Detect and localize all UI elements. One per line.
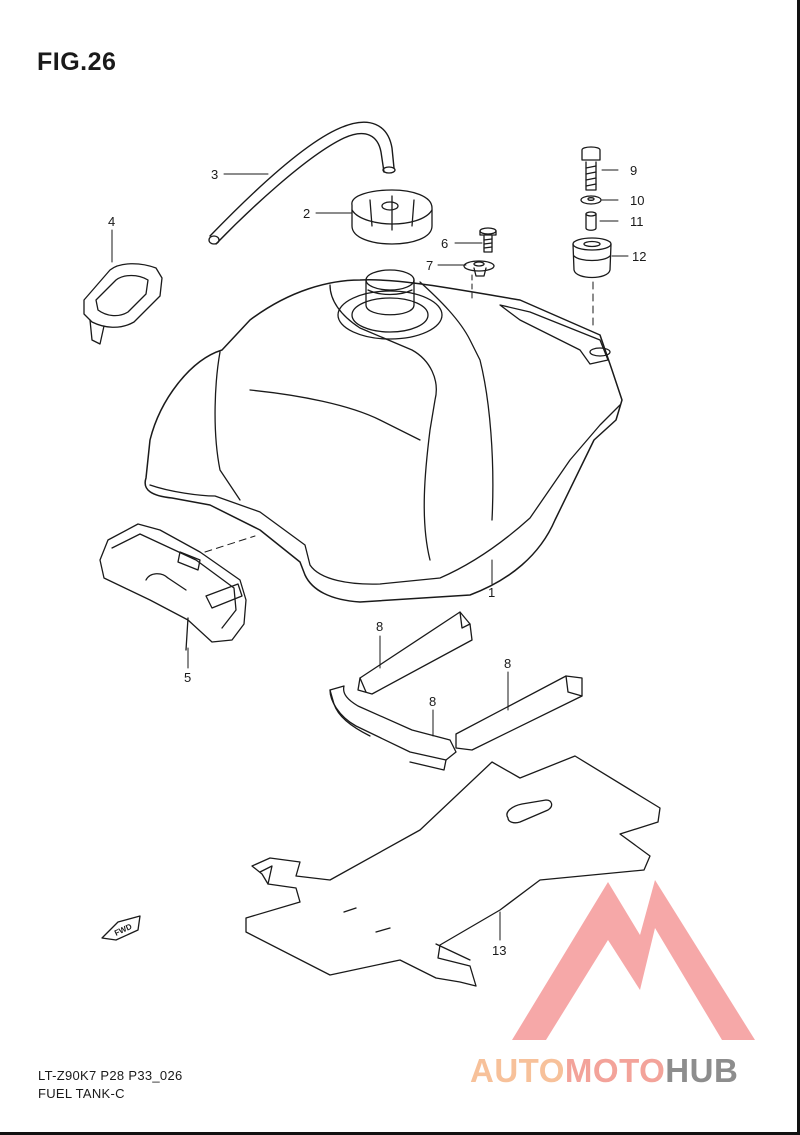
callout-5: 5 [184, 670, 191, 685]
watermark-hub: HUB [665, 1052, 739, 1089]
callout-7: 7 [426, 258, 433, 273]
part-heat-shield [245, 755, 661, 987]
callout-9: 9 [630, 163, 637, 178]
callout-4: 4 [108, 214, 115, 229]
part-collar [585, 211, 597, 231]
watermark-auto: AUTO [470, 1052, 565, 1089]
part-fuel-cap [351, 189, 433, 245]
figure-title: FIG.26 [37, 48, 117, 76]
part-pad-flat [455, 675, 583, 751]
callout-13: 13 [492, 943, 506, 958]
part-washer-small [580, 195, 602, 205]
part-fuel-hose [208, 121, 396, 245]
part-pad-curved [329, 685, 457, 771]
callout-8-right: 8 [504, 656, 511, 671]
callout-1: 1 [488, 585, 495, 600]
fwd-arrow-icon: FWD [101, 915, 141, 941]
figure-name: FUEL TANK-C [38, 1086, 125, 1101]
callout-10: 10 [630, 193, 644, 208]
part-fuel-tank [144, 269, 623, 603]
part-washer [463, 260, 495, 277]
callout-3: 3 [211, 167, 218, 182]
watermark-moto: MOTO [564, 1052, 666, 1089]
part-tank-holder [99, 523, 247, 651]
part-pad-upper [357, 611, 473, 695]
callout-11: 11 [630, 214, 644, 229]
part-tank-bracket [83, 263, 163, 345]
callout-12: 12 [632, 249, 646, 264]
callout-numbers: 1 2 3 4 5 6 7 8 8 8 9 10 11 12 13 [108, 163, 646, 958]
callout-8-lower: 8 [429, 694, 436, 709]
figure-code: LT-Z90K7 P28 P33_026 [38, 1068, 183, 1083]
watermark-text: AUTOMOTOHUB [470, 1052, 738, 1090]
part-screw [479, 227, 497, 253]
leader-lines [111, 169, 629, 941]
watermark-logo [512, 880, 755, 1040]
callout-8-upper: 8 [376, 619, 383, 634]
part-bolt [581, 146, 601, 191]
callout-2: 2 [303, 206, 310, 221]
callout-6: 6 [441, 236, 448, 251]
part-grommet [572, 237, 612, 279]
